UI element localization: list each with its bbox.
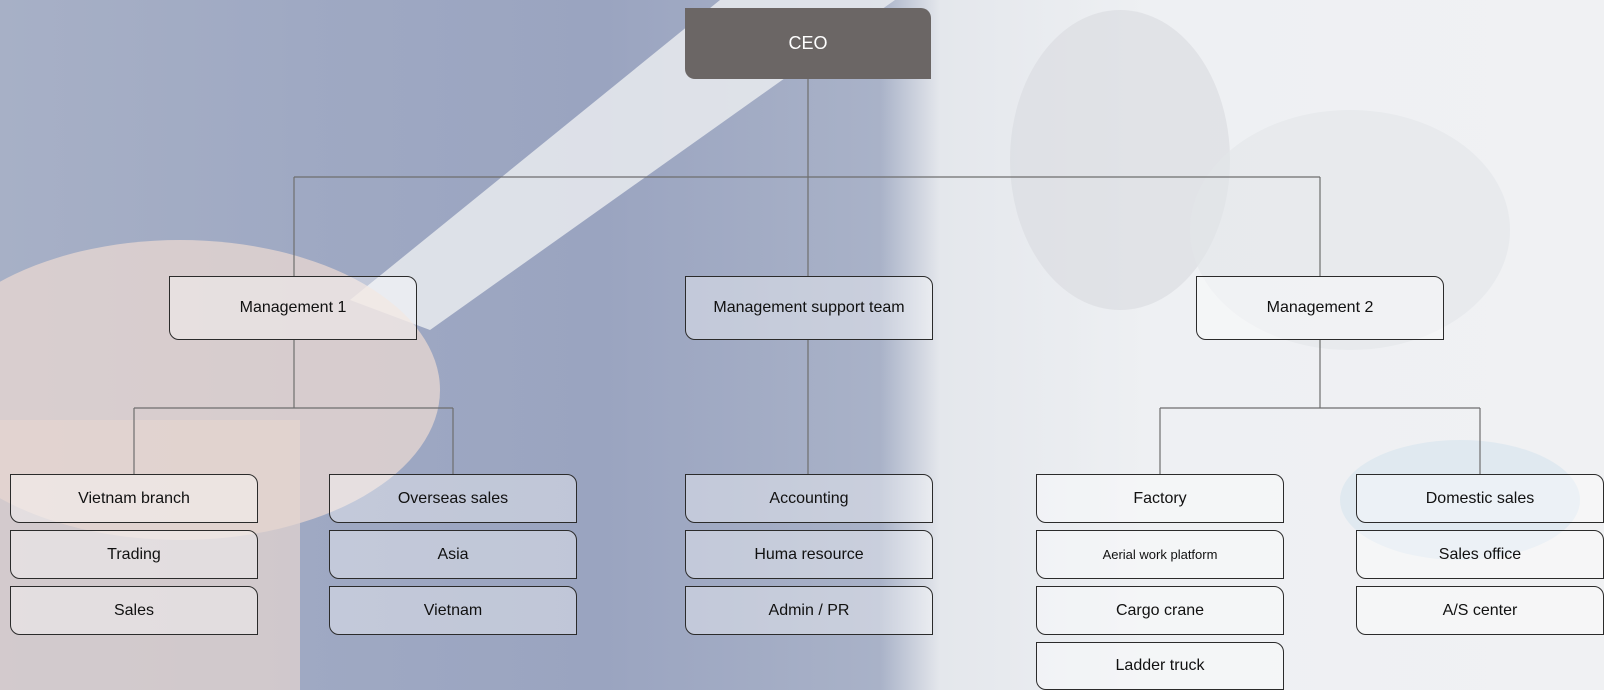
ladder-truck-box: Ladder truck <box>1036 642 1284 690</box>
aerial-work-platform-box: Aerial work platform <box>1036 530 1284 579</box>
vietnam-branch-box: Vietnam branch <box>10 474 258 523</box>
overseas-sales-box: Overseas sales <box>329 474 577 523</box>
accounting-label: Accounting <box>769 489 849 507</box>
admin-pr-box: Admin / PR <box>685 586 933 635</box>
asia-box: Asia <box>329 530 577 579</box>
ceo-label: CEO <box>788 33 828 53</box>
aerial-work-platform-label: Aerial work platform <box>1102 547 1218 562</box>
accounting-box: Accounting <box>685 474 933 523</box>
admin-pr-label: Admin / PR <box>768 601 850 619</box>
human-resource-box: Huma resource <box>685 530 933 579</box>
factory-label: Factory <box>1133 489 1187 507</box>
sales-label: Sales <box>113 601 155 619</box>
cargo-crane-box: Cargo crane <box>1036 586 1284 635</box>
asia-label: Asia <box>437 545 469 563</box>
cargo-crane-label: Cargo crane <box>1115 601 1205 619</box>
domestic-sales-box: Domestic sales <box>1356 474 1604 523</box>
as-center-box: A/S center <box>1356 586 1604 635</box>
management-1-label: Management 1 <box>239 299 347 316</box>
ladder-truck-label: Ladder truck <box>1115 657 1205 674</box>
management-support-team-box: Management support team <box>685 276 933 340</box>
vietnam-label: Vietnam <box>423 601 483 619</box>
vietnam-branch-label: Vietnam branch <box>78 489 190 507</box>
overseas-sales-label: Overseas sales <box>397 489 509 507</box>
human-resource-label: Huma resource <box>754 545 864 563</box>
management-1-box: Management 1 <box>169 276 417 340</box>
trading-label: Trading <box>107 545 161 563</box>
trading-box: Trading <box>10 530 258 579</box>
management-support-team-label: Management support team <box>713 299 905 316</box>
management-2-box: Management 2 <box>1196 276 1444 340</box>
sales-office-box: Sales office <box>1356 530 1604 579</box>
factory-box: Factory <box>1036 474 1284 523</box>
management-2-label: Management 2 <box>1266 299 1374 316</box>
sales-office-label: Sales office <box>1438 545 1522 563</box>
as-center-label: A/S center <box>1442 601 1518 619</box>
sales-box: Sales <box>10 586 258 635</box>
vietnam-box: Vietnam <box>329 586 577 635</box>
domestic-sales-label: Domestic sales <box>1425 489 1535 507</box>
ceo-box: CEO <box>685 8 931 79</box>
